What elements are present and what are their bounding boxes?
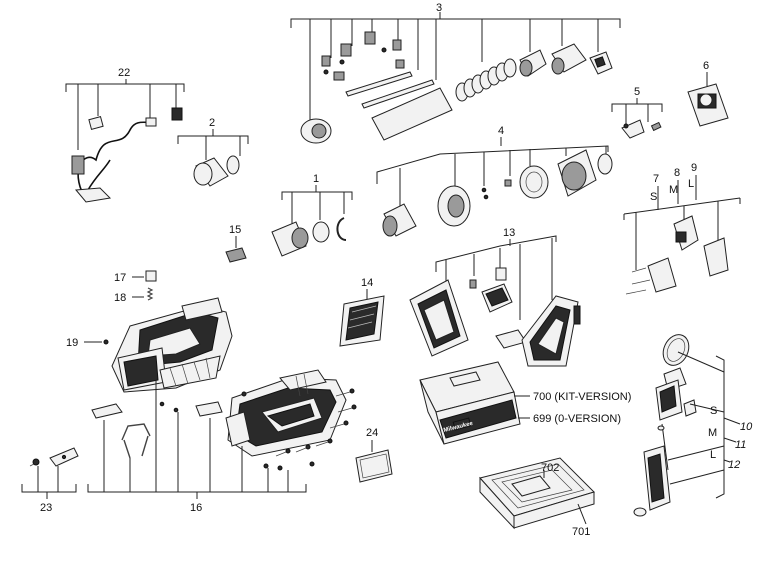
callout-8: 8 (674, 167, 680, 179)
variant-l-label: L (688, 178, 694, 190)
callout-10: 10 (740, 421, 753, 433)
variant-m-label: M (669, 184, 678, 196)
case-699-700: Milwaukee 700 (KIT-VERSION) 699 (0-VERSI… (419, 361, 631, 445)
callout-13: 13 (503, 227, 515, 239)
callout-16: 16 (190, 502, 202, 514)
callout-702: 702 (541, 462, 559, 474)
part-group-16: 16 (87, 380, 307, 514)
part-group-3: 3 (290, 2, 621, 144)
part-group-4: 4 (376, 125, 613, 237)
side-handle-group: S M L 10 11 12 (633, 334, 753, 517)
callout-18: 18 (114, 292, 126, 304)
callout-5: 5 (634, 86, 640, 98)
callout-701: 701 (572, 526, 590, 538)
callout-699: 699 (0-VERSION) (533, 413, 621, 425)
screws (241, 388, 357, 471)
part-group-13: 13 (409, 227, 581, 367)
part-group-7-9: 7 8 9 S M L (623, 162, 741, 295)
label-plate (195, 401, 223, 417)
part-group-17-19: 17 18 19 (66, 270, 157, 349)
case-701: 702 701 (479, 457, 595, 538)
callout-17: 17 (114, 272, 126, 284)
bracket-part (121, 423, 151, 459)
callout-7: 7 (653, 173, 659, 185)
part-group-15: 15 (225, 224, 247, 263)
part-group-1: 1 (271, 173, 353, 257)
part-group-2: 2 (177, 117, 249, 187)
variant-s-label: S (650, 191, 657, 203)
part-group-14: 14 (339, 277, 385, 347)
callout-9: 9 (691, 162, 697, 174)
callout-1: 1 (313, 173, 319, 185)
callout-14: 14 (361, 277, 373, 289)
callout-15: 15 (229, 224, 241, 236)
variant-s2-label: S (710, 405, 717, 417)
callout-6: 6 (703, 60, 709, 72)
callout-22: 22 (118, 67, 130, 79)
variant-m2-label: M (708, 427, 717, 439)
part-group-22: 22 (65, 67, 185, 203)
spring (455, 58, 517, 102)
part-group-6: 6 (687, 60, 729, 127)
callout-700: 700 (KIT-VERSION) (533, 391, 631, 403)
part-group-5: 5 (611, 86, 663, 139)
callout-19: 19 (66, 337, 78, 349)
callout-24: 24 (366, 427, 378, 439)
variant-l2-label: L (710, 449, 716, 461)
callout-23: 23 (40, 502, 52, 514)
clip-part (91, 403, 123, 419)
callout-11: 11 (735, 439, 746, 451)
callout-3: 3 (436, 2, 442, 14)
callout-2: 2 (209, 117, 215, 129)
part-group-23: 23 (21, 447, 79, 514)
callout-4: 4 (498, 125, 504, 137)
housing-right-half (225, 369, 347, 457)
callout-12: 12 (728, 459, 740, 471)
part-group-24: 24 (355, 427, 393, 483)
housing-left-half (111, 297, 233, 393)
